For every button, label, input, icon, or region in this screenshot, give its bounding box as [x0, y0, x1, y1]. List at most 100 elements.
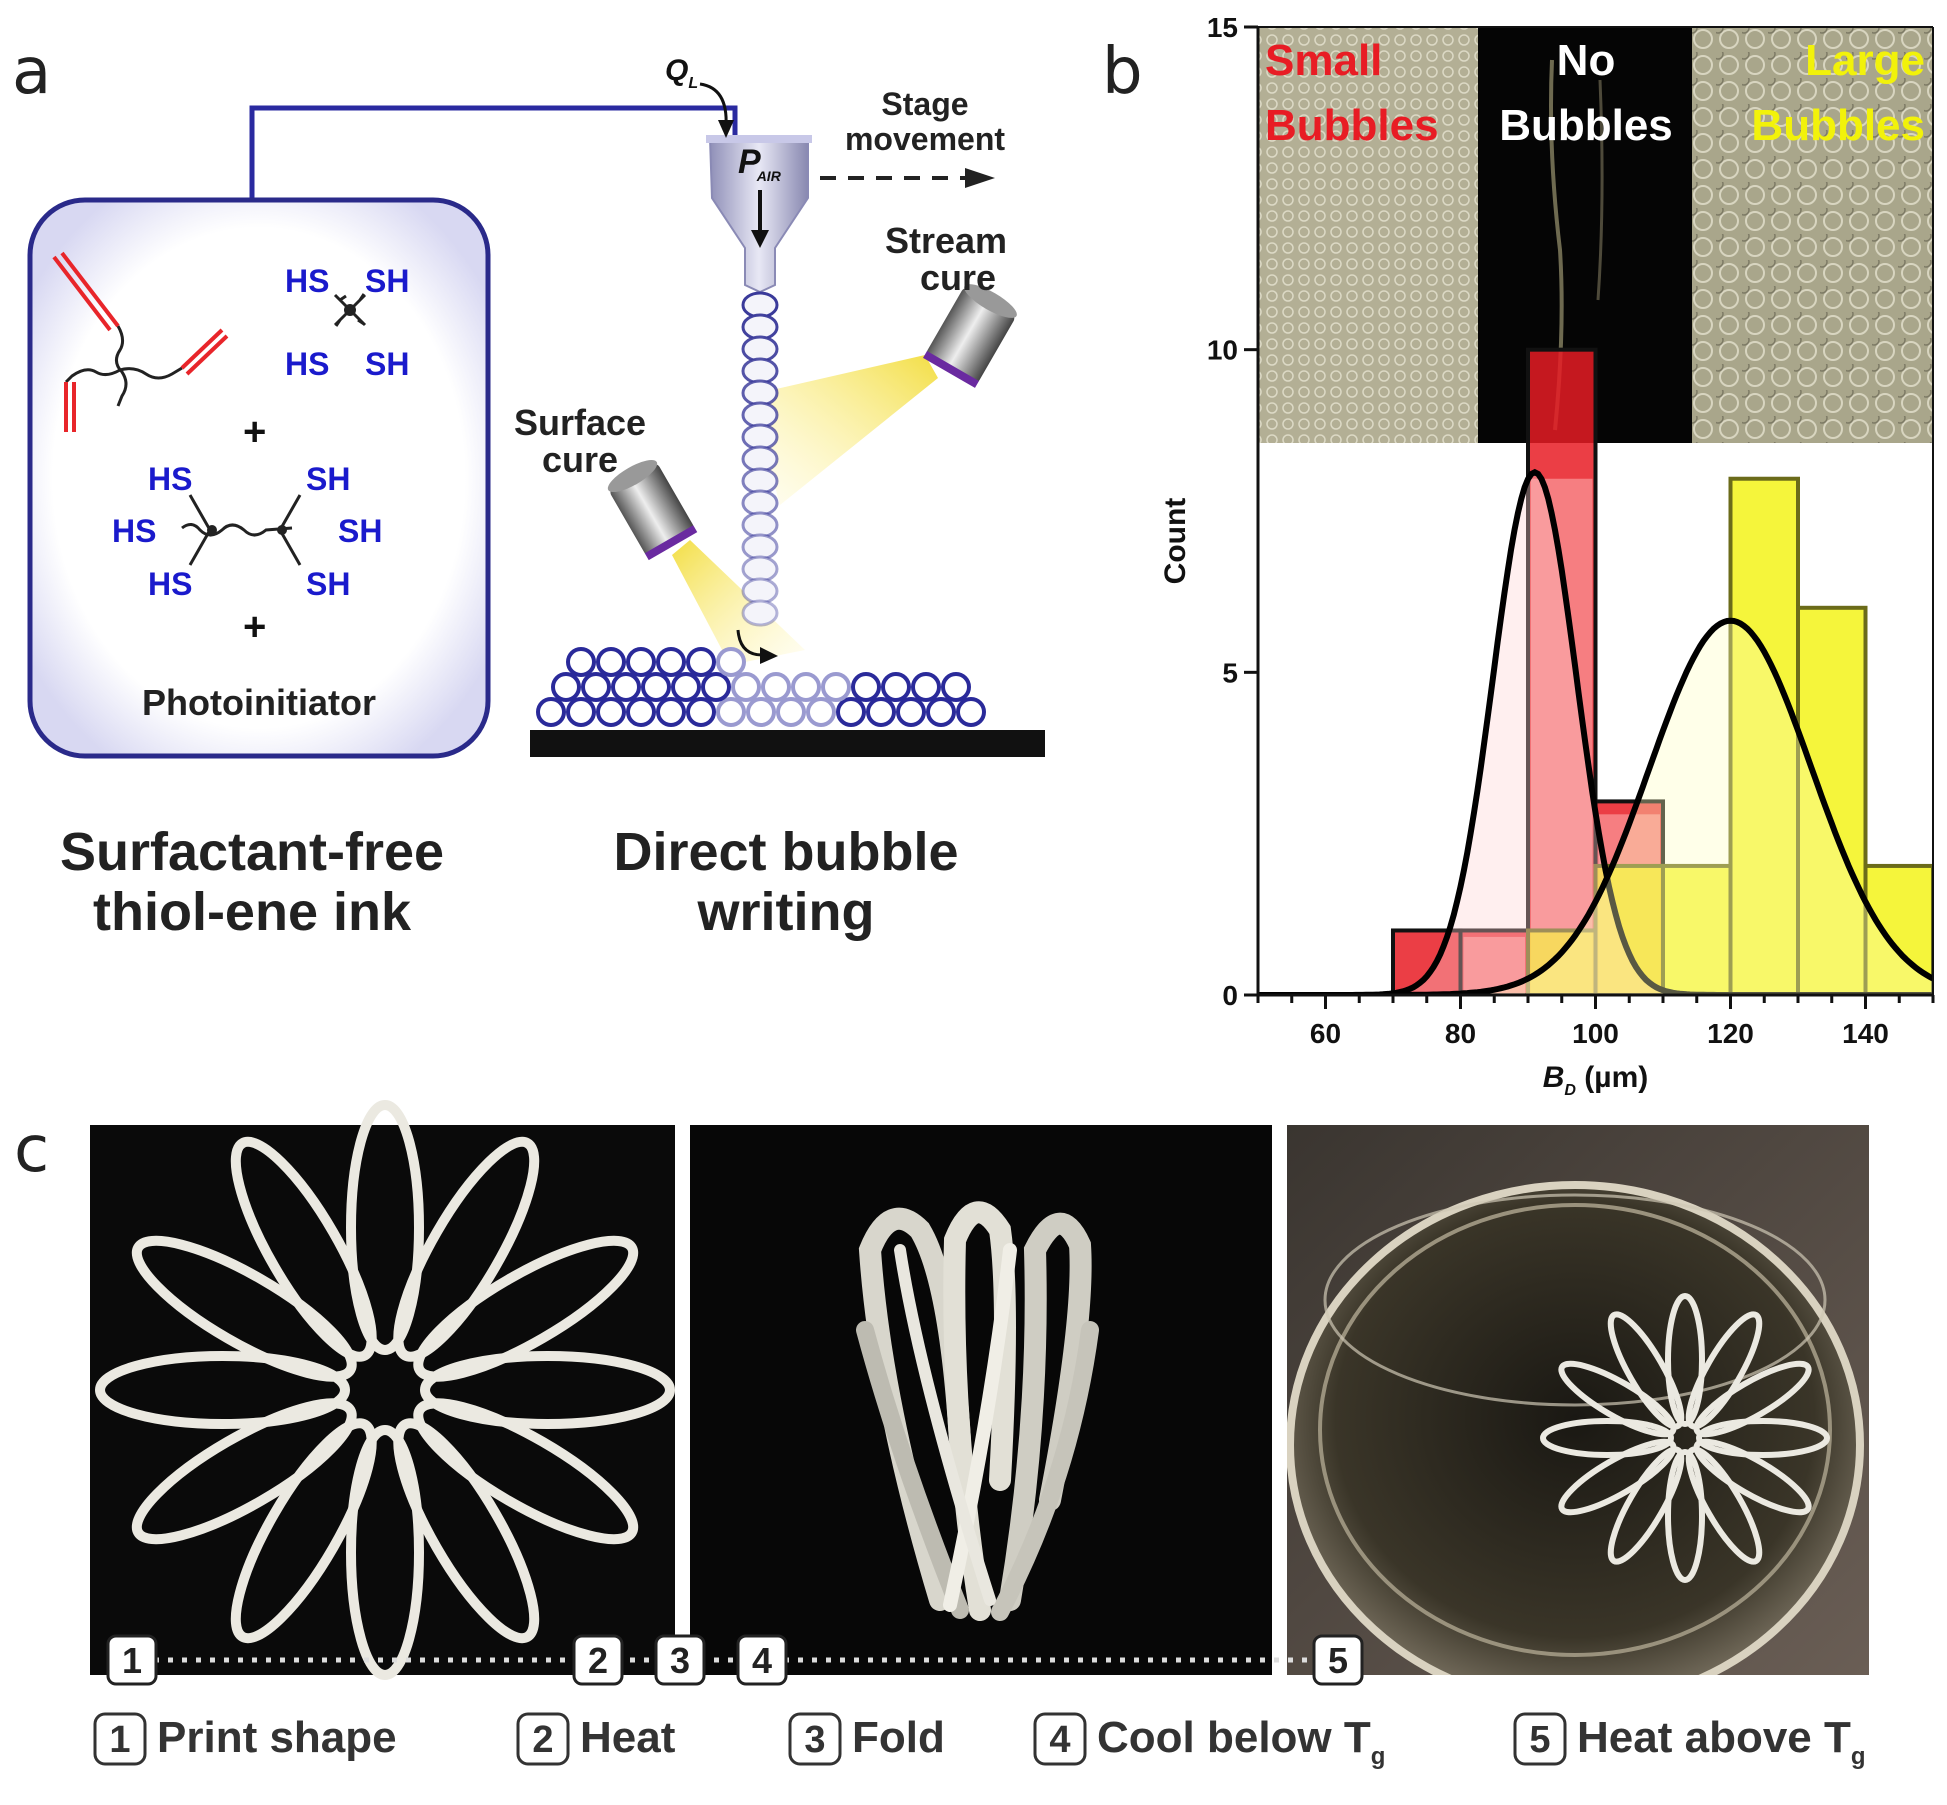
printed-flower [95, 1100, 675, 1680]
y-tick-label: 5 [1222, 657, 1238, 688]
tetrathiol-molecule-icon: HS SH HS SH [285, 263, 409, 382]
plus-sign: + [243, 605, 266, 649]
y-axis-label: Count [1159, 498, 1192, 585]
petal [1685, 1446, 1763, 1565]
petal [1607, 1446, 1685, 1565]
y-tick-label: 15 [1207, 12, 1238, 43]
step-marker-number: 5 [1328, 1640, 1348, 1681]
bubble [791, 672, 821, 702]
thiol-label: HS [148, 566, 192, 602]
arrowhead-icon [718, 120, 734, 138]
bubble [611, 672, 641, 702]
bubble [741, 599, 779, 627]
panel-label-b: b [1102, 35, 1143, 109]
step-marker [572, 1634, 624, 1686]
petal [1607, 1311, 1685, 1430]
legend-step-number: 5 [1529, 1719, 1550, 1761]
bubble [926, 697, 956, 727]
panel-label-c: c [14, 1113, 50, 1187]
petal [1685, 1311, 1763, 1430]
hexathiol-molecule-icon: HS SH HS SH HS SH [112, 461, 382, 602]
bubble [896, 697, 926, 727]
step-marker [654, 1634, 706, 1686]
legend-step-number: 4 [1049, 1719, 1070, 1761]
thiol-label: HS [285, 263, 329, 299]
bubble [941, 672, 971, 702]
legend-step-label: Cool below Tg [1097, 1713, 1385, 1770]
surface-cure-label-1: Surface [514, 402, 646, 443]
no-bubbles-label: Bubbles [1499, 101, 1673, 150]
histogram-bar-small [1391, 928, 1463, 995]
thiol-label: SH [306, 461, 350, 497]
plus-sign: + [243, 410, 266, 454]
bubble [956, 697, 986, 727]
petal [230, 1136, 377, 1362]
photoinitiator-label: Photoinitiator [142, 682, 376, 723]
thiol-label: SH [338, 513, 382, 549]
legend-step-label: Print shape [157, 1713, 397, 1762]
arrowhead-icon [965, 168, 995, 188]
bubble [821, 672, 851, 702]
bubble [671, 672, 701, 702]
bubble [701, 672, 731, 702]
panel-label-a: a [12, 35, 52, 109]
surface-cure-beam [672, 540, 805, 665]
thiol-label: SH [306, 566, 350, 602]
panel-a-schematic: HS SH HS SH + HS SH HS SH HS SH + Photoi… [27, 54, 1045, 942]
bubble [866, 697, 896, 727]
petal [393, 1136, 540, 1362]
y-tick-label: 0 [1222, 980, 1238, 1011]
petal [413, 1235, 639, 1382]
ink-caption-1: Surfactant-free [60, 822, 444, 882]
legend-step-label: Heat [580, 1713, 676, 1762]
bubble [551, 672, 581, 702]
petal [1558, 1360, 1677, 1438]
pressure-label: PAIR [738, 143, 782, 184]
petal [1665, 1449, 1705, 1583]
petal [413, 1398, 639, 1545]
arrowhead-icon [760, 647, 778, 664]
inset-labels: Small Bubbles No Bubbles Large Bubbles [1265, 36, 1925, 150]
legend-step-number: 2 [532, 1719, 553, 1761]
bubble [596, 647, 626, 677]
recovered-flower [1540, 1293, 1830, 1583]
x-tick-label: 60 [1310, 1018, 1341, 1049]
ink-caption-2: thiol-ene ink [93, 882, 412, 942]
legend-step-label: Fold [852, 1713, 945, 1762]
step-marker-number: 1 [122, 1640, 142, 1681]
petal [420, 1351, 675, 1429]
small-bubbles-label: Bubbles [1265, 101, 1439, 150]
petal [1540, 1418, 1674, 1458]
flow-arrow-icon [699, 82, 728, 127]
bubble [716, 647, 746, 677]
supply-tube [249, 105, 738, 200]
legend-step-number: 1 [109, 1719, 130, 1761]
arrowhead-icon [751, 230, 769, 248]
bubble [836, 697, 866, 727]
bubble [761, 672, 791, 702]
legend-step-box [788, 1712, 842, 1766]
y-tick-label: 10 [1207, 335, 1238, 366]
stream-cure-label-1: Stream [885, 220, 1007, 261]
bubble [626, 697, 656, 727]
step-marker [736, 1634, 788, 1686]
stream-cure-beam [750, 355, 938, 505]
histogram-bar-large [1796, 605, 1868, 995]
petal [393, 1418, 540, 1644]
printed-bubble-layer [536, 647, 986, 727]
ink-reservoir [27, 197, 491, 759]
fit-area [1258, 620, 1933, 995]
photo-print-shape [90, 1125, 675, 1675]
step-marker-number: 2 [588, 1640, 608, 1681]
petal [1558, 1438, 1677, 1516]
bubble [536, 697, 566, 727]
histogram-bar-large [1661, 863, 1733, 995]
petal [95, 1351, 350, 1429]
step-marker [1312, 1634, 1364, 1686]
bubble [911, 672, 941, 702]
x-tick-label: 140 [1842, 1018, 1889, 1049]
legend-step-box [1033, 1712, 1087, 1766]
petal [346, 1425, 424, 1680]
small-bubbles-label: Small [1265, 36, 1382, 85]
petal [1693, 1360, 1812, 1438]
